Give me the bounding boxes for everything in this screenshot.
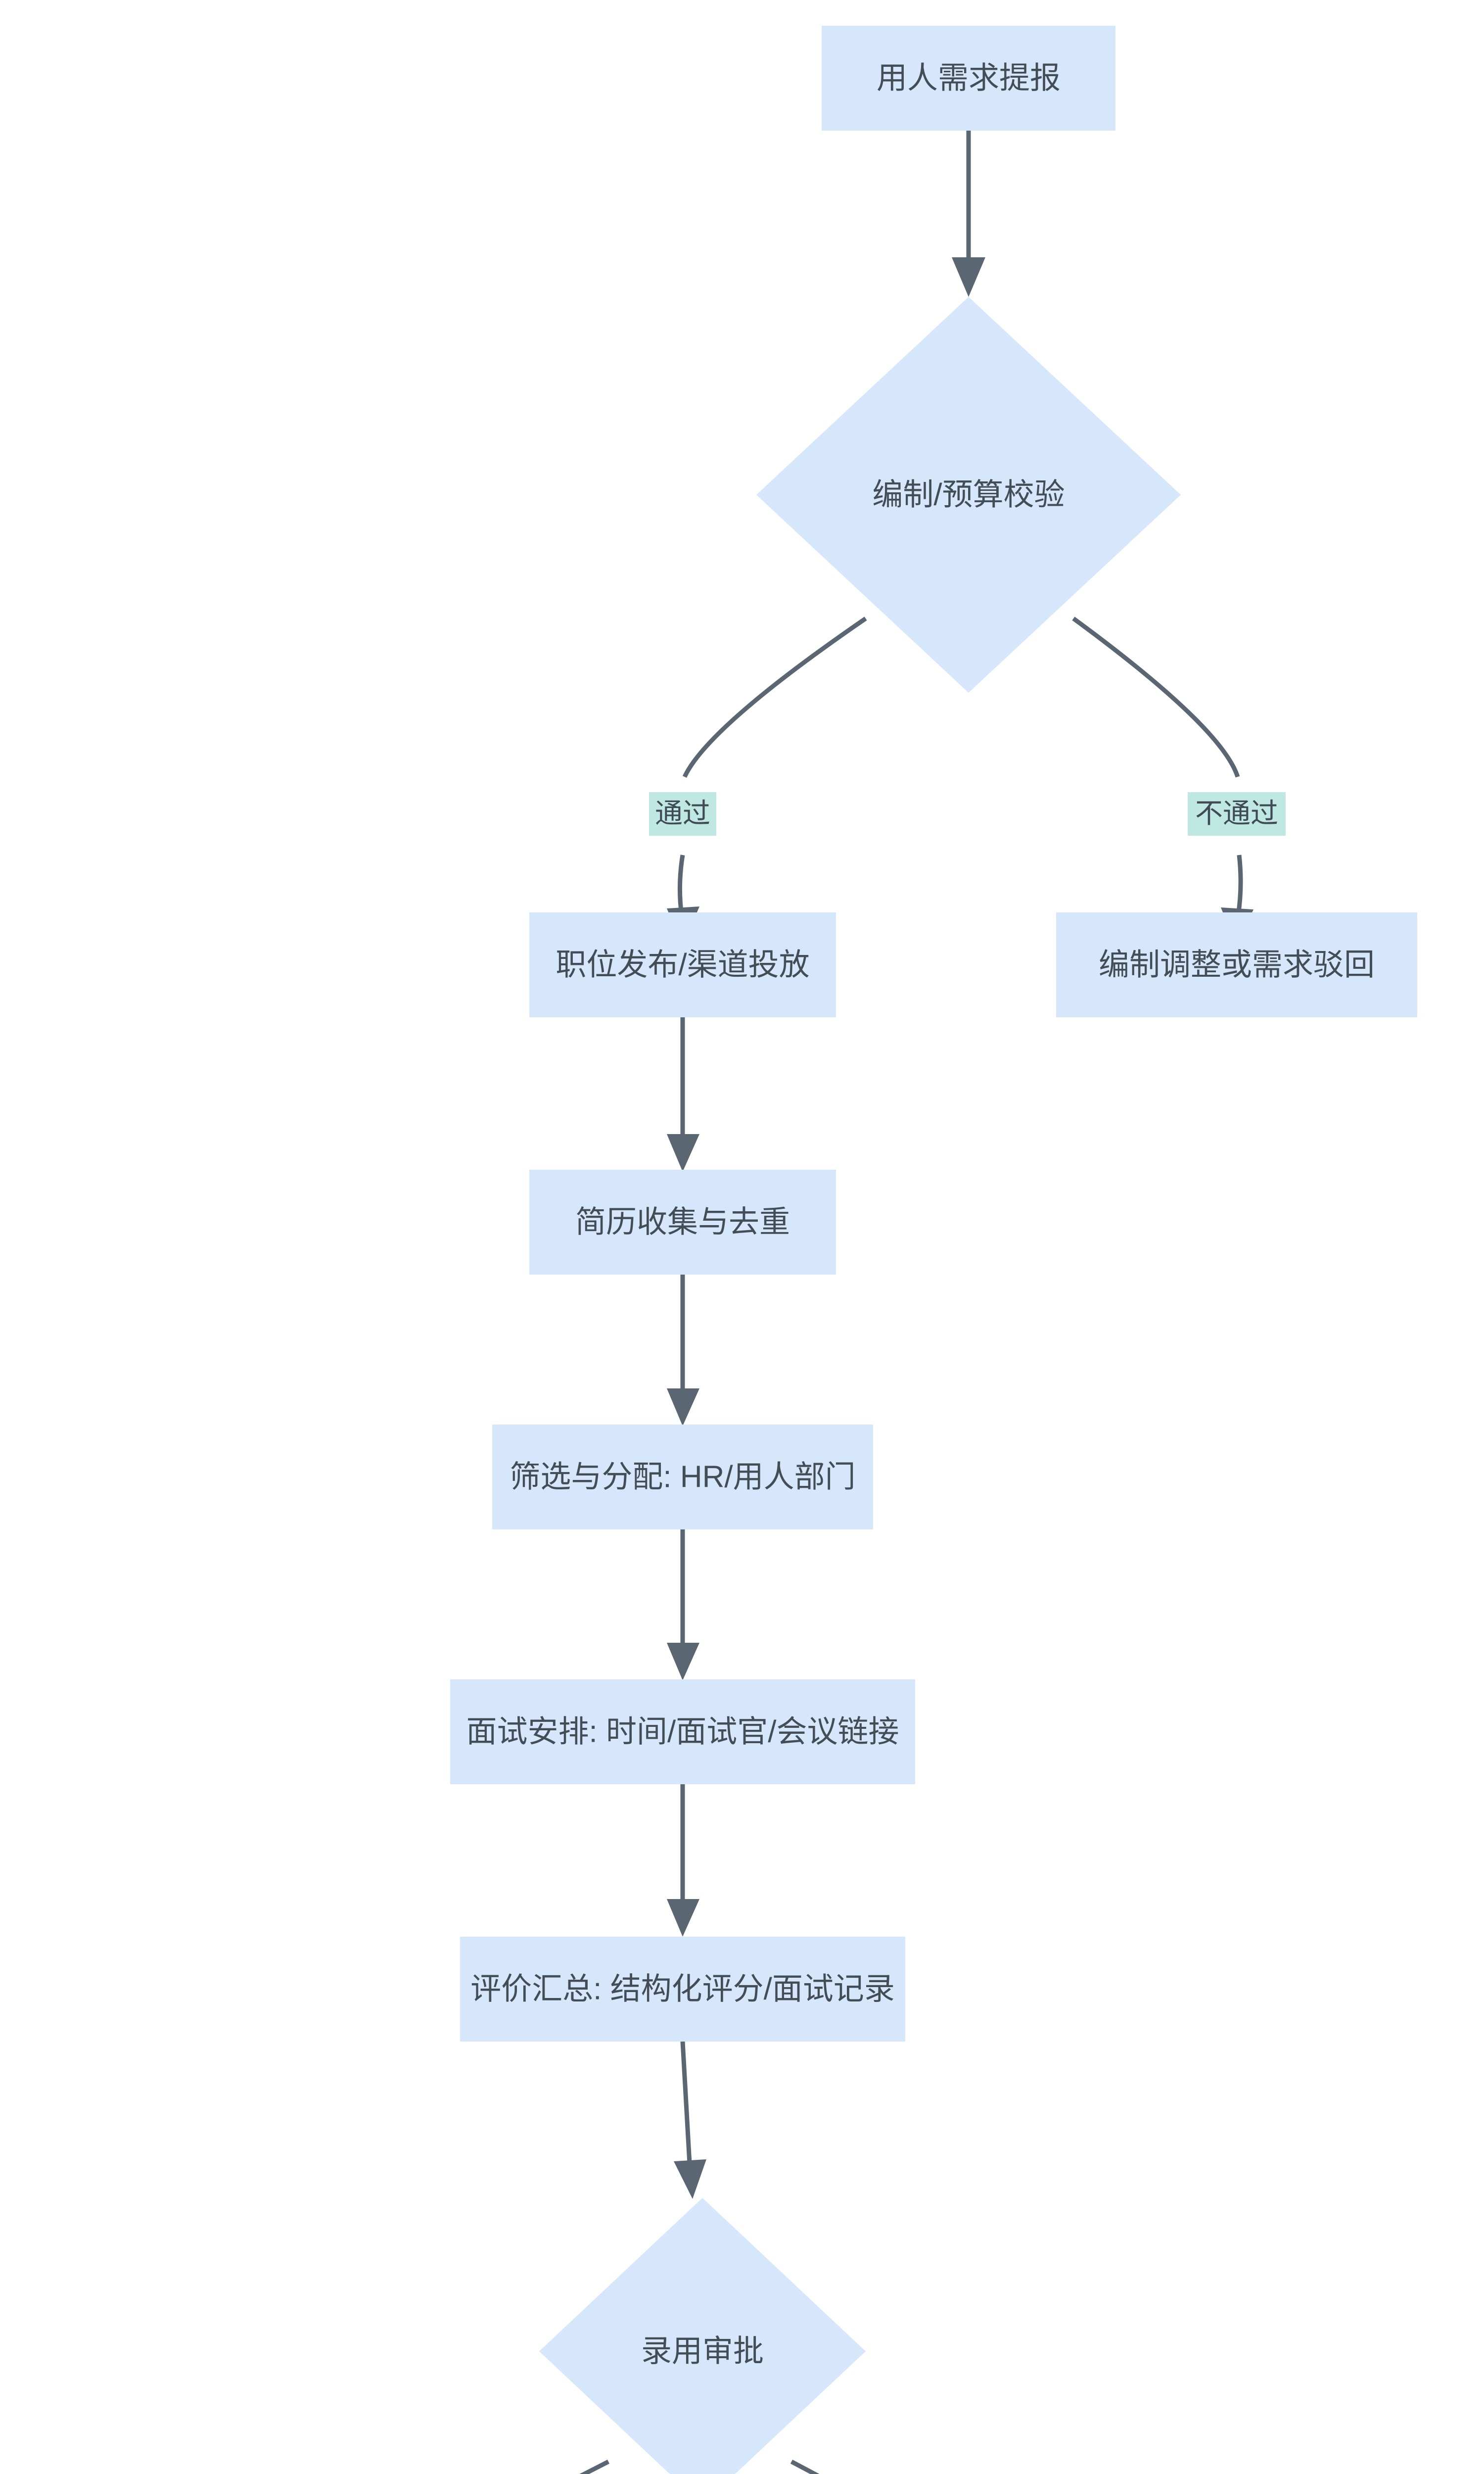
edge-n6-to-n7 (667, 1529, 699, 1680)
decision-shape (756, 297, 1181, 693)
node-label: 用人需求提报 (877, 61, 1061, 95)
node-n7[interactable]: 面试安排: 时间/面试官/会议链接 (450, 1679, 915, 1784)
node-label: 编制/预算校验 (872, 477, 1065, 512)
edge-label-background (649, 792, 716, 836)
edge-n5-to-n6 (667, 1275, 699, 1426)
process-shape (822, 26, 1115, 131)
edge-label-background (1188, 792, 1286, 836)
node-label: 录用审批 (641, 2334, 764, 2368)
process-shape (460, 1937, 905, 2042)
edge-line (579, 2459, 610, 2474)
edge-arrowhead-icon (952, 257, 985, 297)
edge-n1-to-n2 (952, 131, 985, 297)
node-n3[interactable]: 职位发布/渠道投放 (529, 912, 836, 1017)
edge-arrowhead-icon (667, 1643, 699, 1680)
node-label: 筛选与分配: HR/用人部门 (510, 1460, 855, 1494)
process-shape (492, 1425, 873, 1529)
node-n6[interactable]: 筛选与分配: HR/用人部门 (492, 1425, 873, 1529)
edge-arrowhead-icon (667, 1134, 699, 1172)
node-n5[interactable]: 简历收集与去重 (529, 1170, 836, 1275)
edge-line (677, 617, 867, 916)
edge-label-text: 通过 (655, 798, 710, 829)
edge-arrowhead-icon (667, 1899, 699, 1937)
decision-shape (539, 2198, 866, 2474)
node-n1[interactable]: 用人需求提报 (822, 26, 1115, 131)
edge-label-n2-to-n4: 不通过 (1188, 792, 1286, 836)
edge-arrowhead-icon (667, 1388, 699, 1426)
edge-label-n2-to-n3: 通过 (649, 792, 716, 836)
node-label: 评价汇总: 结构化评分/面试记录 (470, 1972, 895, 2006)
edge-arrowhead-icon (674, 2159, 706, 2199)
edge-n9-to-n11 (790, 2460, 820, 2474)
edge-n9-to-n10 (579, 2459, 610, 2474)
node-n8[interactable]: 评价汇总: 结构化评分/面试记录 (460, 1937, 905, 2042)
edge-n8-to-n9 (674, 2041, 706, 2199)
node-label: 编制调整或需求驳回 (1099, 948, 1375, 982)
node-n2[interactable]: 编制/预算校验 (756, 297, 1181, 693)
edge-n2-to-n4 (1072, 617, 1253, 946)
edge-n2-to-n3 (667, 617, 867, 946)
node-n9[interactable]: 录用审批 (539, 2198, 866, 2474)
process-shape (450, 1679, 915, 1784)
edge-line (680, 2041, 692, 2164)
node-label: 职位发布/渠道投放 (556, 948, 809, 982)
edge-n3-to-n5 (667, 1017, 699, 1172)
node-n4[interactable]: 编制调整或需求驳回 (1056, 912, 1417, 1017)
process-shape (529, 1170, 836, 1275)
node-label: 简历收集与去重 (575, 1205, 790, 1239)
edge-labels-layer: 通过不通过通过不通过 (649, 792, 1286, 836)
edge-line (1072, 617, 1243, 916)
edge-label-text: 不通过 (1195, 798, 1278, 829)
edge-line (790, 2460, 820, 2474)
process-shape (1056, 912, 1417, 1017)
node-label: 面试安排: 时间/面试官/会议链接 (466, 1714, 899, 1749)
edge-n7-to-n8 (667, 1784, 699, 1937)
process-shape (529, 912, 836, 1017)
